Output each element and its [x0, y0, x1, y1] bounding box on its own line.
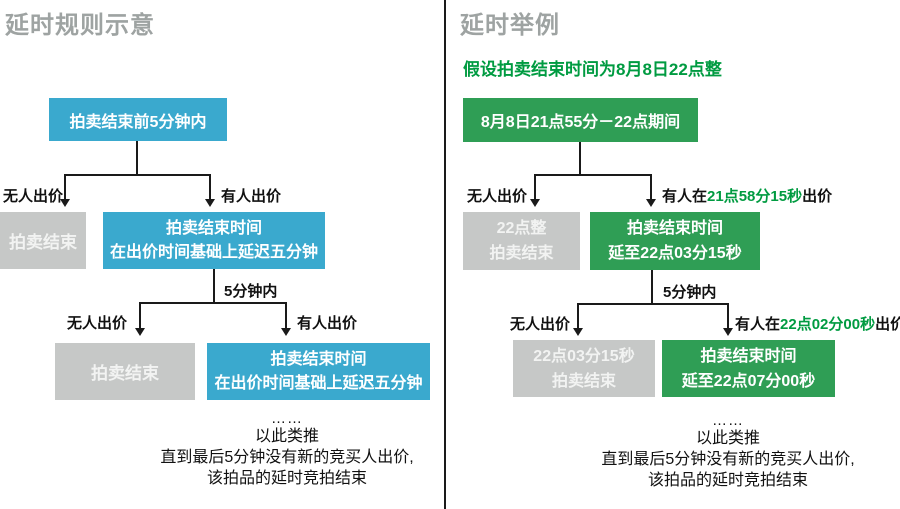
- example-delay-box-line2: 延至22点03分15秒: [608, 245, 742, 262]
- example-delay-box-line1: 拍卖结束时间: [700, 347, 797, 365]
- bid-time-value: 21点58分15秒: [707, 188, 803, 205]
- no-bid-label: 无人出价: [3, 188, 64, 205]
- ellipsis-text: ……: [712, 412, 744, 429]
- example-end-box-line2: 拍卖结束: [489, 245, 554, 262]
- arrow-down-icon: [530, 199, 540, 207]
- arrow-down-icon: [281, 328, 291, 336]
- example-end-box-line1: 22点整: [496, 220, 547, 237]
- interval-label: 5分钟内: [663, 284, 717, 301]
- bid-label: 有人出价: [221, 188, 282, 205]
- no-bid-label: 无人出价: [510, 316, 571, 333]
- left-panel-title: 延时规则示意: [5, 12, 155, 39]
- delay-rule-box-line1: 拍卖结束时间: [165, 219, 262, 237]
- footer-line1: 以此类推: [695, 430, 760, 447]
- interval-label: 5分钟内: [224, 283, 278, 300]
- connector-line: [209, 174, 211, 201]
- arrow-down-icon: [573, 328, 583, 336]
- bid-time-label: 有人在22点02分00秒出价: [735, 313, 900, 334]
- connector-line: [64, 174, 66, 201]
- rule-root-box: 拍卖结束前5分钟内: [49, 98, 227, 141]
- delay-rule-box: 拍卖结束时间 在出价时间基础上延迟五分钟: [103, 212, 325, 269]
- no-bid-label: 无人出价: [67, 315, 128, 332]
- bid-suffix: 出价: [802, 188, 833, 205]
- arrow-down-icon: [723, 328, 733, 336]
- example-end-box: 22点整 拍卖结束: [463, 212, 580, 270]
- connector-line: [64, 174, 211, 176]
- example-delay-box-line1: 拍卖结束时间: [626, 220, 723, 237]
- auction-end-box: 拍卖结束: [0, 212, 86, 269]
- connector-line: [139, 302, 141, 330]
- footer-line2: 直到最后5分钟没有新的竞买人出价,: [160, 449, 414, 466]
- auction-end-box-text: 拍卖结束: [9, 233, 77, 252]
- connector-line: [213, 269, 215, 303]
- bid-prefix: 有人在: [662, 188, 708, 205]
- no-bid-label: 无人出价: [467, 188, 528, 205]
- example-delay-box-line2: 延至22点07分00秒: [681, 372, 816, 390]
- example-end-box: 22点03分15秒 拍卖结束: [513, 340, 655, 397]
- example-end-box-line1: 22点03分15秒: [533, 347, 635, 365]
- delay-rule-box-line1: 拍卖结束时间: [270, 350, 367, 368]
- rule-root-box-text: 拍卖结束前5分钟内: [69, 113, 207, 131]
- right-footer-note: …… 以此类推 直到最后5分钟没有新的竞买人出价, 该拍品的延时竞拍结束: [556, 412, 900, 491]
- arrow-down-icon: [135, 328, 145, 336]
- footer-line3: 该拍品的延时竞拍结束: [206, 470, 367, 487]
- connector-line: [577, 303, 579, 330]
- bid-time-value: 22点02分00秒: [780, 316, 876, 333]
- panel-divider-line: [444, 0, 446, 509]
- delay-rule-box-line2: 在出价时间基础上延迟五分钟: [109, 243, 318, 261]
- connector-line: [579, 142, 581, 175]
- auction-end-box: 拍卖结束: [55, 343, 195, 400]
- example-root-box-text: 8月8日21点55分－22点期间: [480, 114, 681, 131]
- arrow-down-icon: [60, 199, 70, 207]
- connector-line: [577, 303, 729, 305]
- connector-line: [136, 141, 138, 175]
- left-footer-note: …… 以此类推 直到最后5分钟没有新的竞买人出价, 该拍品的延时竞拍结束: [115, 410, 459, 489]
- connector-line: [534, 174, 536, 201]
- bid-prefix: 有人在: [735, 316, 781, 333]
- bid-label: 有人出价: [297, 315, 358, 332]
- auction-end-box-text: 拍卖结束: [91, 364, 159, 383]
- footer-line2: 直到最后5分钟没有新的竞买人出价,: [601, 451, 855, 468]
- footer-line1: 以此类推: [254, 428, 319, 445]
- connector-line: [727, 303, 729, 330]
- example-delay-box: 拍卖结束时间 延至22点03分15秒: [590, 212, 760, 270]
- connector-line: [650, 174, 652, 201]
- bid-suffix: 出价: [875, 316, 900, 333]
- footer-line3: 该拍品的延时竞拍结束: [647, 472, 808, 489]
- delay-rule-box-line2: 在出价时间基础上延迟五分钟: [214, 374, 423, 392]
- example-end-box-line2: 拍卖结束: [551, 372, 616, 390]
- example-assumption-text: 假设拍卖结束时间为8月8日22点整: [463, 60, 722, 79]
- delay-rule-box: 拍卖结束时间 在出价时间基础上延迟五分钟: [207, 343, 430, 400]
- connector-line: [139, 302, 287, 304]
- ellipsis-text: ……: [271, 410, 303, 427]
- connector-line: [651, 270, 653, 304]
- example-delay-box: 拍卖结束时间 延至22点07分00秒: [662, 340, 835, 397]
- right-panel-title: 延时举例: [460, 12, 560, 39]
- bid-time-label: 有人在21点58分15秒出价: [662, 185, 832, 206]
- arrow-down-icon: [205, 199, 215, 207]
- connector-line: [285, 302, 287, 330]
- example-root-box: 8月8日21点55分－22点期间: [463, 98, 698, 142]
- arrow-down-icon: [646, 199, 656, 207]
- connector-line: [534, 174, 652, 176]
